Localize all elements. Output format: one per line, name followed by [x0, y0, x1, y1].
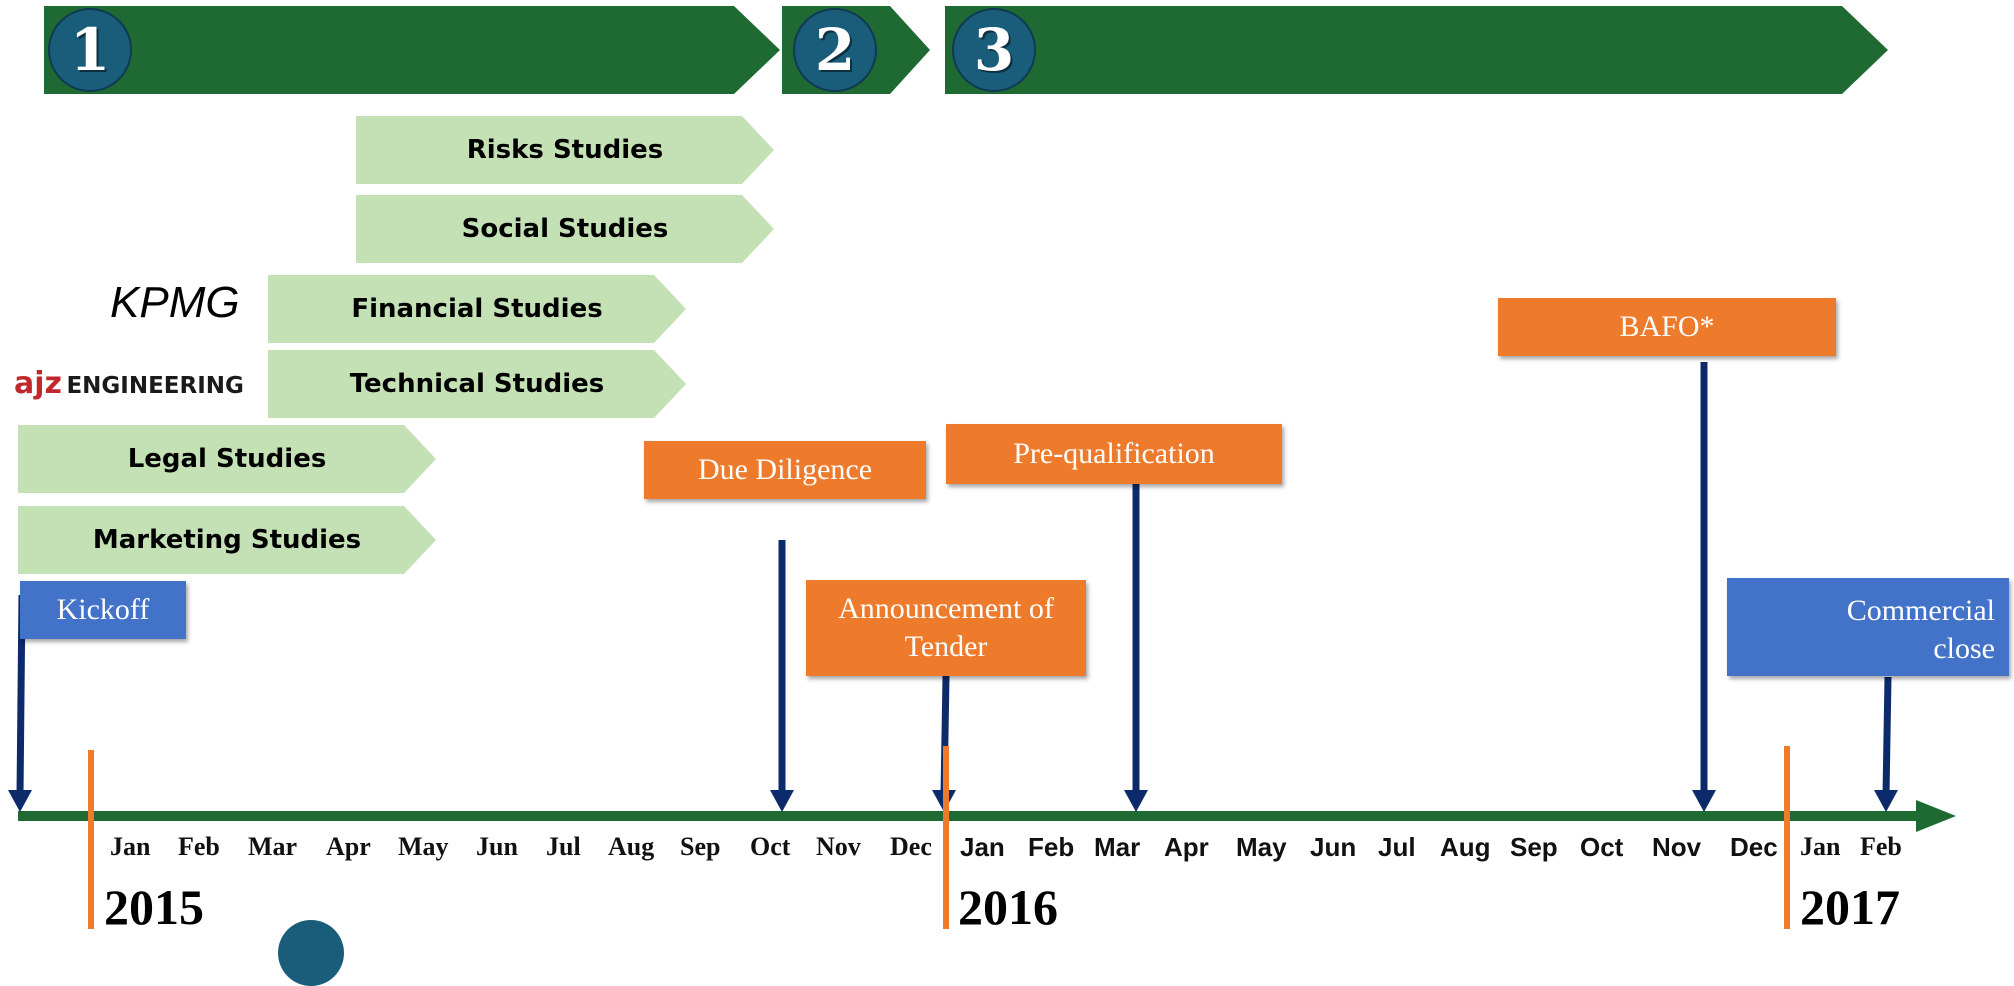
partial-circle-icon: [278, 920, 344, 986]
month-label: Sep: [1510, 832, 1558, 862]
ajz-engineering-logo: ajz ENGINEERING: [14, 366, 244, 401]
month-label: Jan: [1800, 832, 1841, 861]
timeline-svg: [8, 362, 1956, 832]
announcement-of-tender-milestone: Announcement of Tender: [806, 580, 1086, 676]
phase-3-number-badge: 3: [952, 8, 1036, 92]
ajz-logo-prefix: ajz: [14, 366, 62, 401]
timeline-axis-arrowhead: [1916, 800, 1956, 832]
kickoff-arrow-head: [8, 790, 32, 812]
month-label: Dec: [1730, 832, 1778, 862]
technical-studies-bar: Technical Studies: [268, 350, 686, 418]
month-label: Jun: [1310, 832, 1357, 862]
prequalification-milestone: Pre-qualification: [946, 424, 1282, 484]
social-studies-bar: Social Studies: [356, 195, 774, 263]
commercial-close-milestone: Commercial close: [1727, 578, 2009, 676]
month-label: Jun: [476, 832, 518, 861]
month-label: Apr: [1164, 832, 1209, 862]
legal-studies-bar: Legal Studies: [18, 425, 436, 493]
month-label: Feb: [1860, 832, 1902, 861]
marketing-studies-bar: Marketing Studies: [18, 506, 436, 574]
kickoff-milestone: Kickoff: [20, 581, 186, 639]
year-label-2015: 2015: [104, 879, 204, 935]
month-label: Mar: [1094, 832, 1141, 862]
month-label: Sep: [680, 832, 721, 861]
month-label: Jul: [546, 832, 581, 861]
phase-1-banner: [44, 6, 780, 94]
year-2015-marker: [88, 750, 94, 929]
month-label: Oct: [1580, 832, 1624, 862]
month-label: Feb: [178, 832, 220, 861]
month-label: Oct: [750, 832, 791, 861]
month-label: Jan: [960, 832, 1005, 862]
month-label: Apr: [326, 832, 371, 861]
phase-2-number-badge: 2: [793, 8, 877, 92]
month-label: May: [398, 832, 449, 861]
month-label: Mar: [248, 832, 298, 861]
month-label: Jan: [110, 832, 151, 861]
prequalification-arrow-head: [1124, 790, 1148, 812]
month-label: Dec: [890, 832, 932, 861]
risks-studies-bar: Risks Studies: [356, 116, 774, 184]
phase-1-number-badge: 1: [48, 8, 132, 92]
commercial-close-arrow: [1882, 676, 1892, 796]
month-label: Nov: [816, 832, 861, 861]
year-2016-marker: [943, 746, 949, 929]
month-label: Jul: [1378, 832, 1416, 862]
kpmg-logo: KPMG: [110, 278, 240, 327]
phase-3-banner: [945, 6, 1888, 94]
month-label: Feb: [1028, 832, 1075, 862]
due-diligence-arrow-head: [770, 790, 794, 812]
month-label: Aug: [1440, 832, 1491, 862]
year-2017-marker: [1784, 746, 1790, 929]
commercial-close-arrow-head: [1874, 790, 1898, 812]
month-label: Aug: [608, 832, 655, 861]
year-label-2016: 2016: [958, 879, 1058, 935]
month-label: May: [1236, 832, 1287, 862]
ajz-logo-suffix: ENGINEERING: [66, 373, 244, 399]
year-label-2017: 2017: [1800, 879, 1900, 935]
bafo-milestone: BAFO*: [1498, 298, 1836, 356]
month-label: Nov: [1652, 832, 1702, 862]
financial-studies-bar: Financial Studies: [268, 275, 686, 343]
due-diligence-milestone: Due Diligence: [644, 441, 926, 499]
bafo-arrow-head: [1692, 790, 1716, 812]
